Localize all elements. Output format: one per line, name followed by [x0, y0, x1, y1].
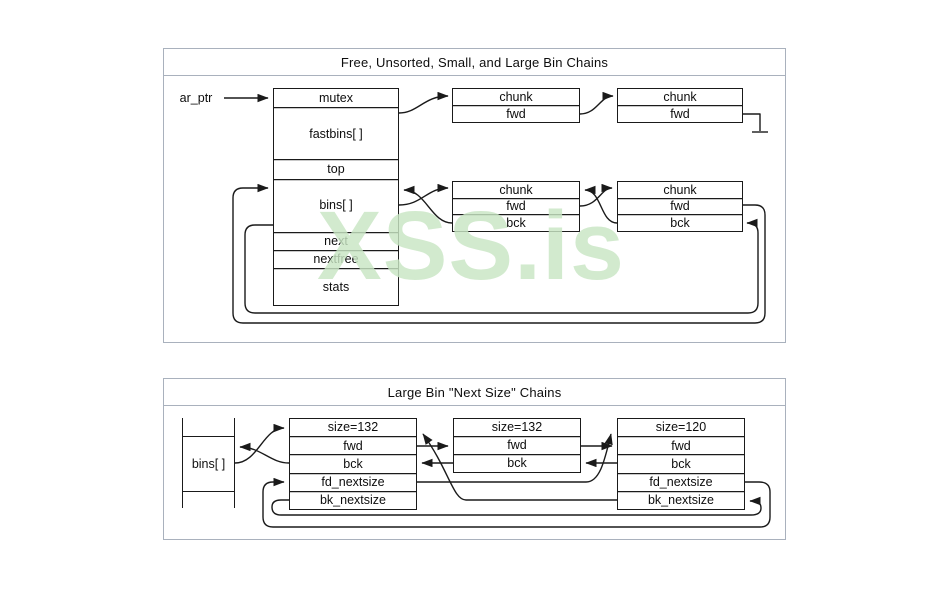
- fastbin-chunk2-fwd: fwd: [618, 105, 742, 122]
- fastbin-chunk1-header: chunk: [499, 89, 533, 104]
- panel-title-bin-chains: Free, Unsorted, Small, and Large Bin Cha…: [164, 49, 785, 76]
- arena-row-top: top: [274, 159, 398, 178]
- bin-chunk2-header: chunk: [663, 182, 697, 197]
- bin-chunk2-bck: bck: [618, 214, 742, 231]
- panel-title-next-size-chains: Large Bin "Next Size" Chains: [164, 379, 785, 406]
- fastbin-chunk2-header: chunk: [663, 89, 697, 104]
- largebin-chunk1-fwd: fwd: [290, 436, 416, 454]
- largebin-chunk1-fd-nextsize: fd_nextsize: [290, 472, 416, 491]
- largebin-chunk3-box: size=120 fwd bck fd_nextsize bk_nextsize: [617, 418, 745, 510]
- arena-row-nextfree: nextfree: [274, 250, 398, 268]
- largebin-chunk3-fd-nextsize: fd_nextsize: [618, 472, 744, 491]
- largebin-chunk2-size: size=132: [491, 420, 543, 435]
- bins-array-cell-top: [183, 418, 234, 437]
- bin-chunk2-box: chunk fwd bck: [617, 181, 743, 232]
- bins-array: bins[ ]: [182, 418, 235, 508]
- bins-array-cell-bottom: [183, 492, 234, 508]
- largebin-chunk2-fwd: fwd: [454, 436, 580, 454]
- arena-struct-box: mutex fastbins[ ] top bins[ ] next nextf…: [273, 88, 399, 306]
- fastbin-chunk1-fwd: fwd: [453, 105, 579, 122]
- bin-chunk1-header: chunk: [499, 182, 533, 197]
- largebin-chunk2-box: size=132 fwd bck: [453, 418, 581, 473]
- largebin-chunk1-size: size=132: [327, 420, 379, 435]
- arena-row-bins: bins[ ]: [274, 178, 398, 232]
- fastbin-chunk1-box: chunk fwd: [452, 88, 580, 123]
- bin-chunk1-box: chunk fwd bck: [452, 181, 580, 232]
- largebin-chunk2-bck: bck: [454, 454, 580, 472]
- bins-array-cell-label: bins[ ]: [183, 437, 234, 492]
- arena-row-fastbins: fastbins[ ]: [274, 107, 398, 159]
- largebin-chunk1-bck: bck: [290, 454, 416, 472]
- largebin-chunk3-fwd: fwd: [618, 436, 744, 454]
- arena-row-stats: stats: [274, 268, 398, 305]
- bin-chunk2-fwd: fwd: [618, 197, 742, 215]
- bin-chunk1-fwd: fwd: [453, 197, 579, 215]
- largebin-chunk3-bck: bck: [618, 454, 744, 472]
- largebin-chunk3-bk-nextsize: bk_nextsize: [618, 490, 744, 509]
- largebin-chunk1-box: size=132 fwd bck fd_nextsize bk_nextsize: [289, 418, 417, 510]
- fastbin-chunk2-box: chunk fwd: [617, 88, 743, 123]
- bin-chunk1-bck: bck: [453, 214, 579, 231]
- arena-row-next: next: [274, 231, 398, 250]
- arena-row-mutex: mutex: [318, 90, 354, 105]
- arena-pointer-label: ar_ptr: [179, 91, 213, 105]
- largebin-chunk1-bk-nextsize: bk_nextsize: [290, 490, 416, 509]
- largebin-chunk3-size: size=120: [655, 420, 707, 435]
